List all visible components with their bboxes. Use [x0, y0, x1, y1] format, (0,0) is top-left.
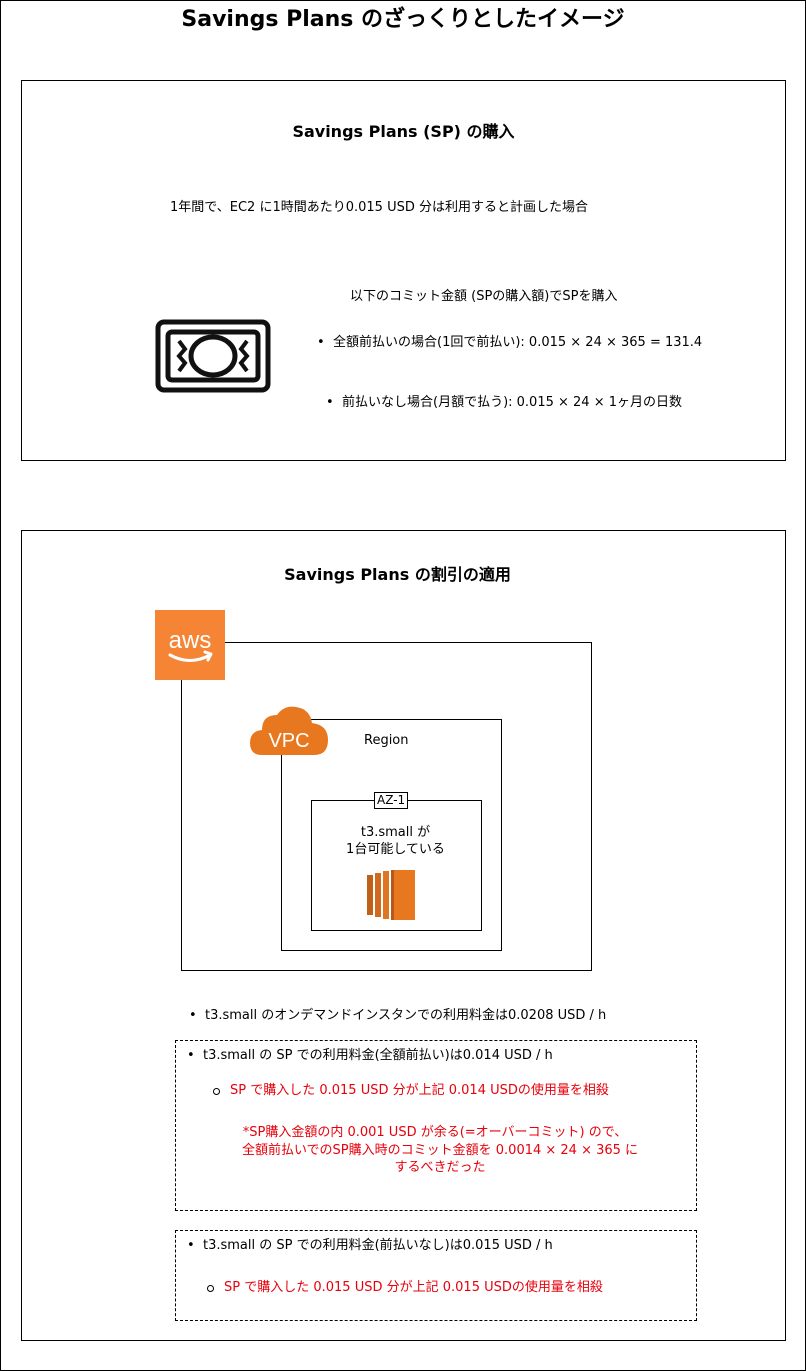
ondemand-bullet: t3.small のオンデマンドインスタンでの利用料金は0.0208 USD /…: [189, 1007, 606, 1024]
no-upfront-bullet: t3.small の SP での利用料金(前払いなし)は0.015 USD / …: [187, 1237, 553, 1254]
vpc-cloud-icon: VPC: [248, 703, 330, 757]
aws-logo-text: aws: [169, 627, 212, 654]
discount-heading: Savings Plans の割引の適用: [284, 565, 511, 584]
region-label: Region: [364, 733, 409, 748]
aws-logo: aws: [155, 610, 225, 680]
purchase-section: Savings Plans (SP) の購入 1年間で、EC2 に1時間あたり0…: [21, 80, 786, 461]
vpc-label: VPC: [268, 730, 309, 752]
no-upfront-sub-bullet: SP で購入した 0.015 USD 分が上記 0.015 USDの使用量を相殺: [207, 1280, 603, 1295]
purchase-heading: Savings Plans (SP) の購入: [292, 122, 515, 141]
az-label: AZ-1: [374, 792, 409, 809]
upfront-sub-bullet: SP で購入した 0.015 USD 分が上記 0.014 USDの使用量を相殺: [213, 1083, 609, 1098]
upfront-bullet: t3.small の SP での利用料金(全額前払い)は0.014 USD / …: [187, 1047, 553, 1064]
upfront-note-line3: するべきだった: [394, 1160, 486, 1175]
commit-heading: 以下のコミット金額 (SPの購入額)でSPを購入: [350, 289, 618, 304]
upfront-note-line1: *SP購入金額の内 0.001 USD が余る(=オーバーコミット) ので、: [242, 1125, 628, 1140]
commit-bullet-upfront: 全額前払いの場合(1回で前払い): 0.015 × 24 × 365 = 131…: [317, 334, 702, 351]
upfront-note-line2: 全額前払いでのSP購入時のコミット金額を 0.0014 × 24 × 365 に: [241, 1143, 639, 1158]
no-upfront-dashed-box: [175, 1230, 697, 1321]
ec2-instance-icon: [367, 870, 415, 920]
upfront-dashed-box: [175, 1040, 697, 1211]
money-bill-icon: [155, 319, 271, 393]
purchase-scenario: 1年間で、EC2 に1時間あたり0.015 USD 分は利用すると計画した場合: [170, 200, 588, 215]
diagram-title: Savings Plans のざっくりとしたイメージ: [181, 7, 625, 32]
instance-text-2: 1台可能している: [346, 842, 445, 857]
instance-text-1: t3.small が: [360, 825, 431, 840]
commit-bullet-no-upfront: 前払いなし場合(月額で払う): 0.015 × 24 × 1ヶ月の日数: [326, 394, 682, 411]
